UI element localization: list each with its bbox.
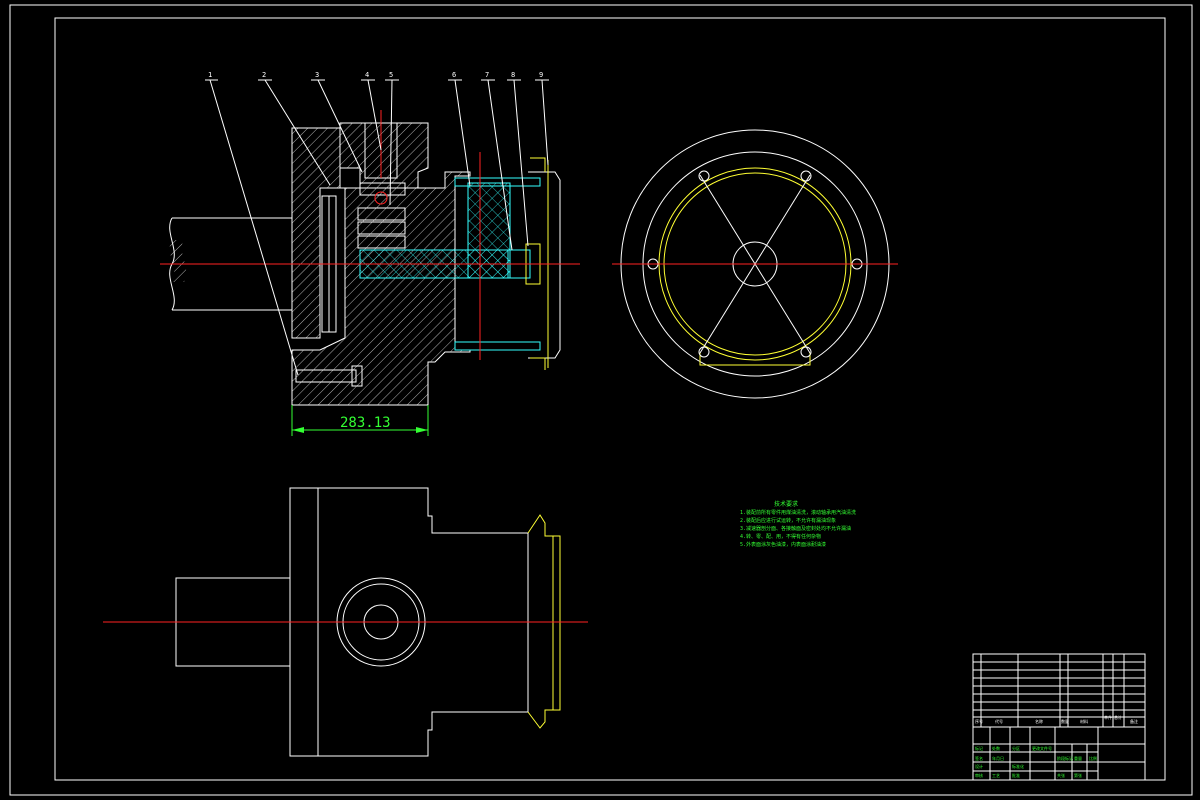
notes-title: 技术要求 (774, 500, 798, 508)
note-line-4: 4.转、零、配、用，不得有任何杂物 (740, 533, 821, 540)
note-line-3: 3.减速器剖分面、各接触面及密封处均不允许漏油 (740, 525, 851, 532)
balloon-9: 9 (539, 71, 543, 79)
note-line-1: 1.装配前所有零件用煤油清洗，滚动轴承用汽油清洗 (740, 509, 856, 516)
balloon-1: 1 (208, 71, 212, 79)
tb-label-1: 处数 (992, 745, 1000, 751)
tb-label-15: 第张 (1074, 772, 1082, 778)
tb-label-12: 重量 (1074, 755, 1082, 761)
balloon-7: 7 (485, 71, 489, 79)
tb-header-2: 名称 (1035, 718, 1043, 724)
sheet-outer-border (9, 4, 1193, 796)
note-line-2: 2.装配后应进行试运转，不允许有漏油现象 (740, 517, 836, 524)
tb-label-11: 阶段标记 (1057, 755, 1073, 761)
tb-header-3: 数量 (1061, 718, 1069, 724)
title-block: 序号 代号 名称 数量 材料 单件 总计 备注 标记 处数 分区 更改文件号 签… (972, 653, 1146, 781)
tb-header-5: 单件 (1104, 714, 1112, 720)
tb-label-5: 年月日 (992, 755, 1004, 761)
bottom-view (103, 487, 588, 757)
note-line-5: 5.外表面涂灰色油漆，内表面涂耐油漆 (740, 541, 826, 548)
body-section (291, 127, 341, 339)
tb-header-4: 材料 (1080, 718, 1088, 724)
tb-label-6: 设计 (975, 763, 983, 769)
tb-label-10: 批准 (1012, 772, 1020, 778)
balloon-2: 2 (262, 71, 266, 79)
tb-label-14: 共张 (1057, 772, 1065, 778)
end-view (612, 129, 898, 399)
tb-label-8: 审核 (975, 772, 983, 778)
sheet-inner-border (54, 17, 1166, 781)
section-view: 283.13 1 2 3 4 5 6 7 8 (160, 71, 580, 436)
tb-label-9: 工艺 (992, 773, 1000, 778)
tb-header-1: 代号 (995, 718, 1003, 724)
leader-lines (205, 79, 549, 376)
technical-notes: 技术要求 1.装配前所有零件用煤油清洗，滚动轴承用汽油清洗 2.装配后应进行试运… (740, 500, 856, 548)
balloon-4: 4 (365, 71, 369, 79)
balloon-6: 6 (452, 71, 456, 79)
tb-label-0: 标记 (975, 745, 983, 751)
tb-header-0: 序号 (975, 718, 983, 724)
tb-header-7: 备注 (1130, 718, 1138, 724)
tb-label-13: 比例 (1089, 755, 1097, 761)
balloon-8: 8 (511, 71, 515, 79)
tb-label-3: 更改文件号 (1032, 745, 1052, 751)
balloon-3: 3 (315, 71, 319, 79)
balloon-5: 5 (389, 71, 393, 79)
dimension-label: 283.13 (340, 415, 391, 431)
tb-label-2: 分区 (1012, 745, 1020, 751)
tb-header-6: 总计 (1114, 714, 1122, 720)
tb-label-7: 标准化 (1012, 763, 1024, 769)
tb-label-4: 签名 (975, 755, 983, 761)
